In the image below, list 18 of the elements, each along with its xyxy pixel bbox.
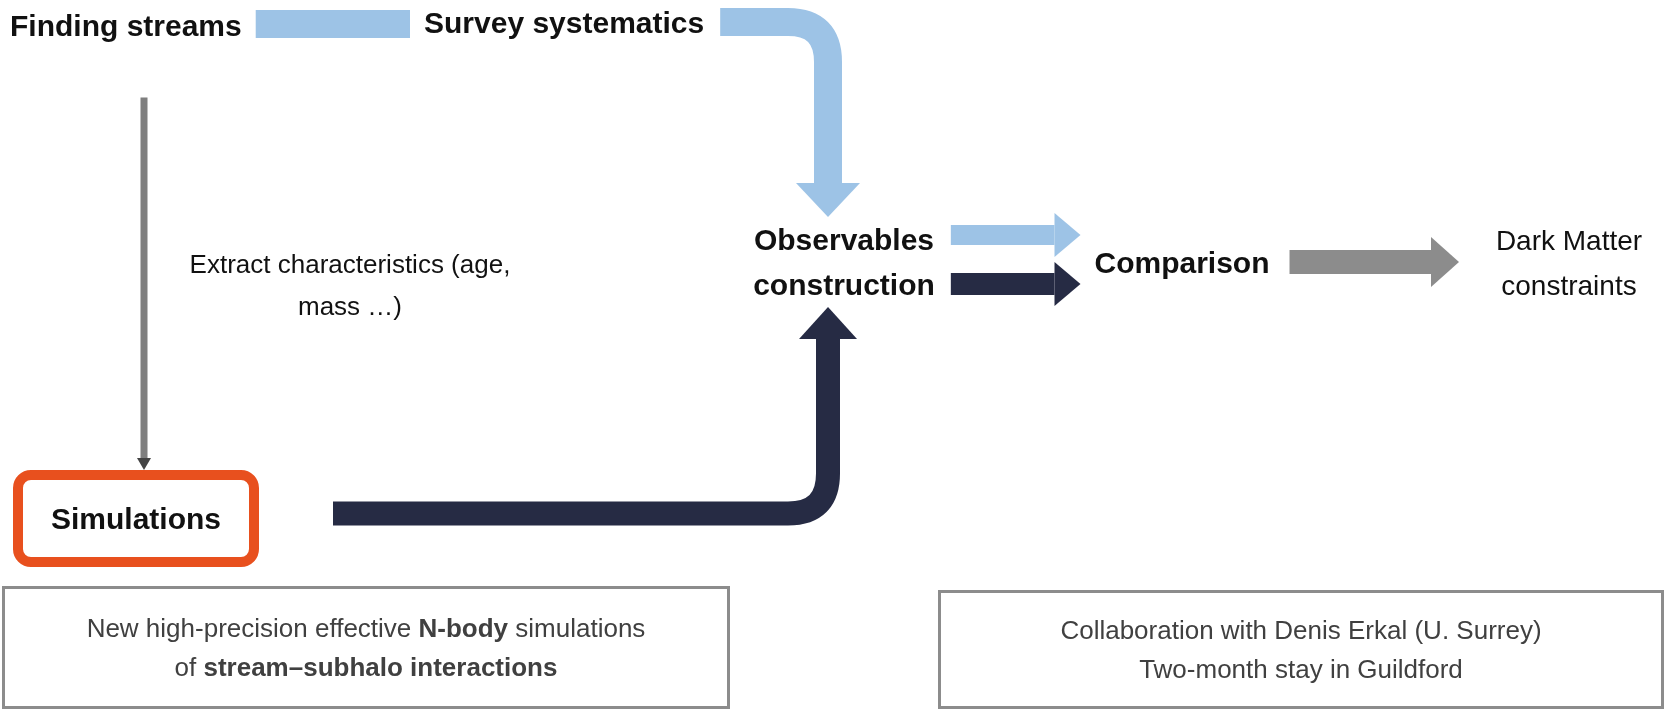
note-box (2, 586, 730, 709)
arrow (333, 307, 857, 526)
step-label: Dark Matter constraints (1459, 219, 1675, 309)
arrow (950, 213, 1081, 257)
step-label: Observables construction (737, 217, 951, 307)
note-text: Two-month stay in Guildford (1139, 652, 1463, 686)
arrow (1289, 237, 1459, 287)
process-box (13, 470, 259, 567)
note-text: Collaboration with Denis Erkal (U. Surrey) (1060, 613, 1542, 647)
connector-bar (255, 10, 410, 38)
step-label: Comparison (1080, 239, 1290, 285)
arrow (950, 262, 1081, 306)
arrow (137, 97, 151, 470)
step-label: Finding streams (10, 2, 256, 48)
note-text: New high-precision effective N-body simulations of stream–subhalo interactions (85, 611, 647, 684)
note-box (938, 590, 1664, 709)
step-label: Simulations (51, 501, 221, 537)
step-label: Survey systematics (410, 0, 721, 45)
